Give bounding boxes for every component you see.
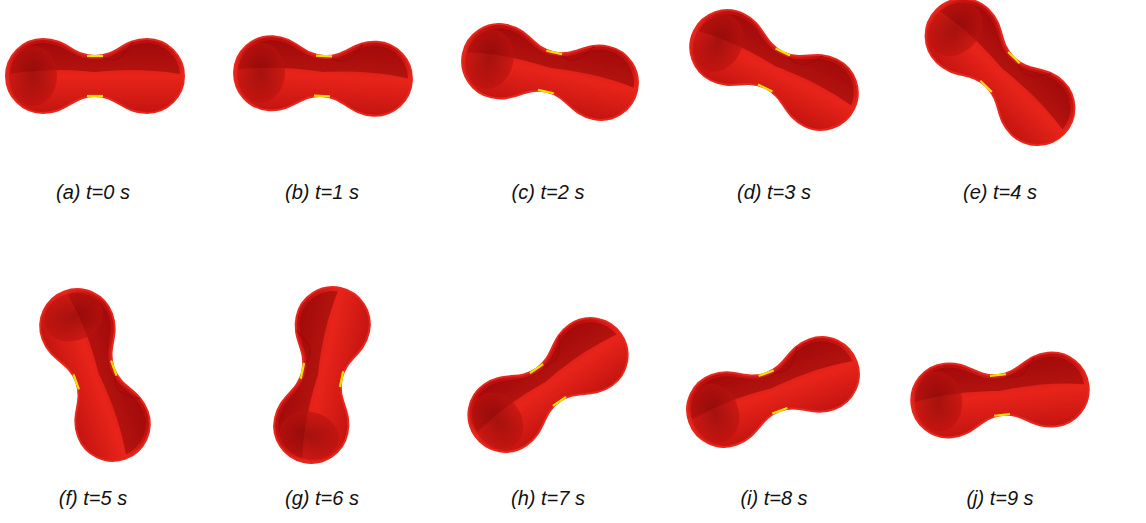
panel-label: (a) t=0 s bbox=[56, 180, 130, 204]
capsule-shape bbox=[6, 39, 184, 113]
capsule-shape bbox=[232, 34, 414, 117]
panel-label: (b) t=1 s bbox=[285, 180, 359, 204]
capsule-shape bbox=[454, 304, 642, 467]
panel-label: (g) t=6 s bbox=[285, 486, 359, 510]
panel-label: (j) t=9 s bbox=[966, 486, 1033, 510]
panel-label: (h) t=7 s bbox=[511, 486, 585, 510]
capsule-shape bbox=[267, 280, 376, 469]
capsule-shape bbox=[908, 349, 1093, 441]
panel-label: (d) t=3 s bbox=[737, 180, 811, 204]
capsule-shape bbox=[910, 0, 1089, 160]
panel-label: (e) t=4 s bbox=[963, 180, 1037, 204]
capsule-shape bbox=[678, 0, 870, 142]
capsule-shape bbox=[677, 327, 870, 457]
capsule-shape bbox=[30, 279, 160, 472]
panel-label: (f) t=5 s bbox=[59, 486, 127, 510]
panel-label: (c) t=2 s bbox=[512, 180, 585, 204]
capsule-shape bbox=[455, 17, 644, 126]
panel-label: (i) t=8 s bbox=[740, 486, 807, 510]
